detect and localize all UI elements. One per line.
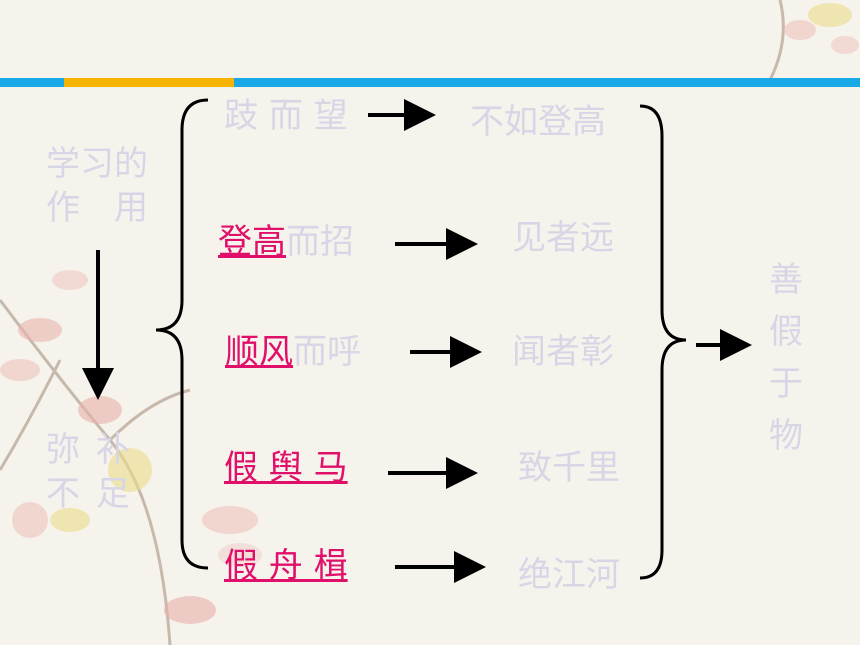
row-4-result: 致千里 — [518, 448, 620, 488]
left-brace — [155, 98, 209, 570]
row-3-result: 闻者彰 — [512, 332, 614, 372]
header-bar-yellow — [64, 78, 234, 87]
bottom-label-line-2: 不足 — [46, 474, 146, 514]
top-label-line-2: 作 用 — [46, 188, 148, 228]
row-5-result: 绝江河 — [518, 555, 620, 595]
row-2-rest: 而招 — [286, 222, 354, 262]
header-bar-blue — [0, 78, 860, 87]
conclusion-label: 善假于物 — [769, 260, 803, 456]
top-label: 学习的 作 用 — [46, 142, 148, 230]
right-brace — [639, 104, 687, 580]
bottom-label-line-1: 弥补 — [46, 430, 146, 470]
bottom-label: 弥补 不足 — [46, 428, 146, 516]
row-1-cause: 跂 而 望 — [224, 96, 348, 136]
row-3-rest: 而呼 — [293, 332, 361, 372]
row-2-result: 见者远 — [512, 218, 614, 258]
top-label-line-1: 学习的 — [46, 144, 148, 184]
row-3-cause: 顺风而呼 — [225, 332, 361, 372]
row-4-highlight: 假 舆 马 — [224, 448, 348, 488]
row-1-result: 不如登高 — [470, 102, 606, 142]
row-2-cause: 登高而招 — [218, 222, 354, 262]
row-5-highlight: 假 舟 楫 — [224, 546, 348, 586]
row-2-highlight: 登高 — [218, 222, 286, 262]
row-5-cause: 假 舟 楫 — [224, 546, 348, 586]
row-4-cause: 假 舆 马 — [224, 448, 348, 488]
row-1-rest: 跂 而 望 — [224, 96, 348, 136]
conclusion-text: 善假于物 — [764, 254, 808, 462]
row-3-highlight: 顺风 — [225, 332, 293, 372]
